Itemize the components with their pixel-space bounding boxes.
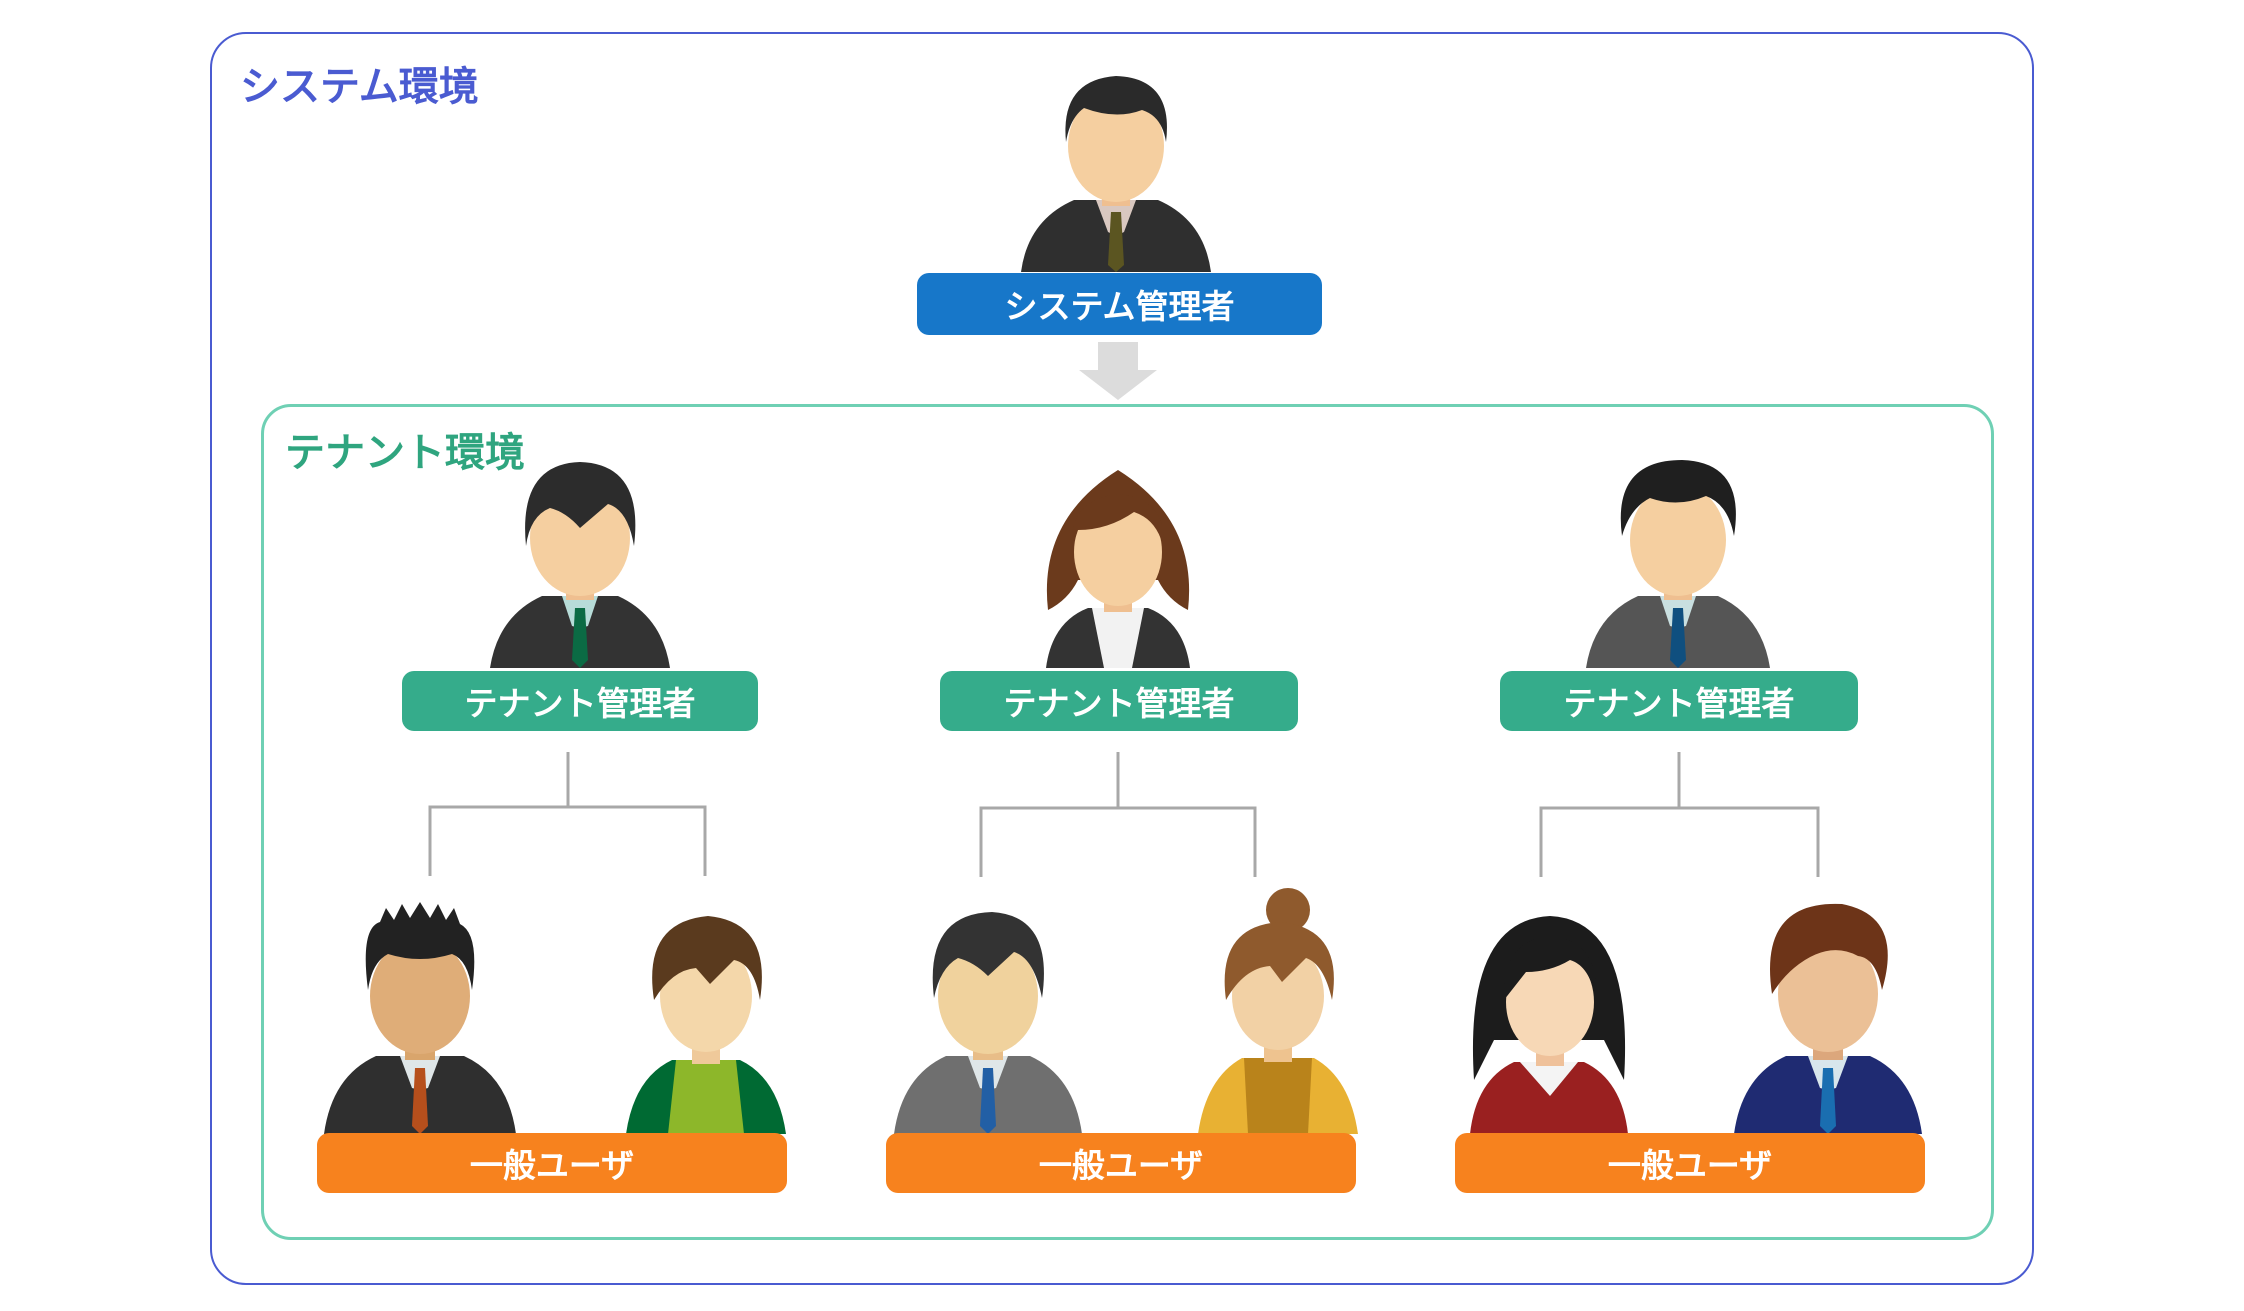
tenant-environment-frame (261, 404, 1994, 1240)
user-1a-person-icon (320, 898, 520, 1134)
user-1b-person-icon (616, 904, 796, 1134)
user-3a-person-icon (1464, 910, 1634, 1134)
arrow-down-icon (1079, 342, 1157, 400)
tenant-admin-3-label: テナント管理者 (1500, 671, 1858, 731)
tenant-environment-title: テナント環境 (285, 430, 525, 476)
system-admin-person-icon (1016, 60, 1216, 272)
tenant-admin-3-person-icon (1578, 450, 1778, 668)
tenant-admin-2-label: テナント管理者 (940, 671, 1298, 731)
tenant-admin-2-person-icon (1018, 460, 1218, 668)
user-2b-person-icon (1196, 886, 1360, 1134)
user-3-label: 一般ユーザ (1455, 1133, 1925, 1193)
tree-connector-3 (1539, 752, 1820, 877)
tenant-admin-1-label: テナント管理者 (402, 671, 758, 731)
user-2a-person-icon (888, 898, 1088, 1134)
tree-connector-1 (428, 752, 707, 876)
tree-connector-2 (979, 752, 1257, 877)
tenant-admin-1-person-icon (480, 450, 680, 668)
system-admin-label: システム管理者 (917, 273, 1322, 335)
system-environment-frame (210, 32, 2034, 1285)
user-2-label: 一般ユーザ (886, 1133, 1356, 1193)
user-1-label: 一般ユーザ (317, 1133, 787, 1193)
system-environment-title: システム環境 (240, 64, 479, 110)
user-3b-person-icon (1728, 894, 1928, 1134)
